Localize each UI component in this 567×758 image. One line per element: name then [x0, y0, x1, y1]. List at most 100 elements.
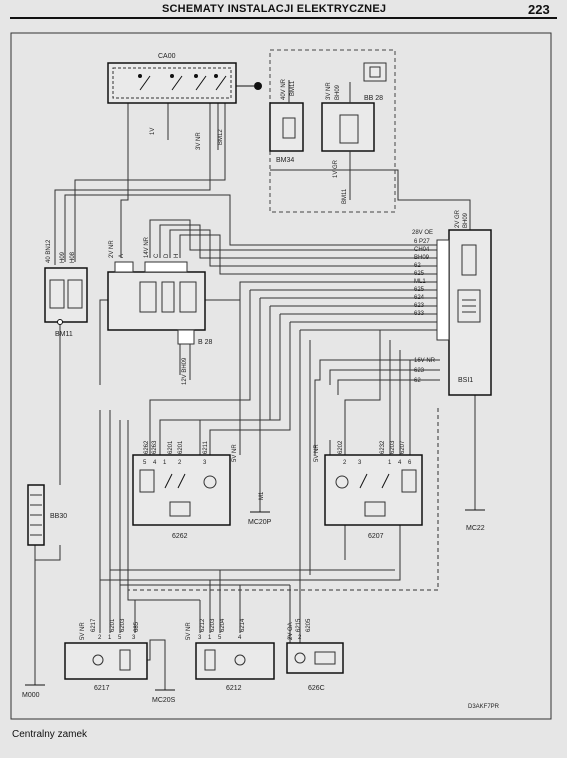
e6207-door-lock-module: [324, 454, 423, 526]
bb28-1vgr-label: 1V GR: [333, 159, 339, 178]
bb28-bm11-label: BM11: [342, 188, 348, 204]
wires: [34, 103, 476, 690]
ca00-ignition-switch: [107, 62, 262, 104]
e217-5v-label: 5V NR: [80, 622, 86, 640]
ca00-1v-label: 1V: [150, 128, 156, 135]
pin-label: 1: [208, 635, 212, 641]
e262-wire-label: 6263: [152, 440, 158, 454]
e207-wire-label: 6203: [390, 440, 396, 454]
bm34-label: BM34: [276, 157, 294, 164]
e6262-door-lock-module: [132, 454, 231, 526]
e626c-boot-lock: [286, 642, 344, 674]
bb28-component: [321, 62, 387, 200]
e212-wire-labels: 6212 6203 6204 6214: [200, 618, 246, 632]
bsi-16v-label: 16V NR: [414, 358, 436, 364]
bsi-wire-label: 633: [414, 311, 425, 317]
m000-label: M000: [22, 692, 40, 699]
b28-14v-label: 14V NR: [144, 236, 150, 258]
e260-2v-label: 2V OA: [288, 622, 294, 640]
e262-wire-label: 6201: [178, 440, 184, 454]
bsi-wire-label: 623: [414, 303, 425, 309]
e217-wire-labels: 6217 6201 6203 685: [91, 618, 140, 632]
pin-label: 3: [198, 635, 202, 641]
bsi-wire-label: 6 P27: [414, 239, 430, 245]
e260-wire-labels: 6215 6205: [296, 618, 312, 632]
bsi-623-label: 623: [414, 368, 425, 374]
pin-label: 6: [408, 460, 412, 466]
ca00-bm12-label: BM12: [218, 129, 224, 145]
page-number: 223: [528, 2, 550, 17]
pin-label: 2: [298, 635, 302, 641]
mc20s-label: MC20S: [152, 697, 176, 704]
bsi-wire-label: 625: [414, 287, 425, 293]
pin-label: 4: [238, 635, 242, 641]
bb28-top-label: 3V NR: [326, 82, 332, 100]
b28-label: B 28: [198, 339, 213, 346]
pin-label: 5: [218, 635, 222, 641]
bb28-bh09-label: BH09: [335, 84, 341, 100]
b28-h-label: H: [174, 254, 180, 258]
pin-label: 1: [108, 635, 112, 641]
diagram-frame: [10, 32, 552, 720]
bsi-wire-label: 624: [414, 295, 425, 301]
bsi-wire-label: ML1: [414, 279, 426, 285]
e212-wire-label: 6212: [200, 618, 206, 632]
b28-d-label: D: [164, 253, 170, 258]
e6207-label: 6207: [368, 533, 384, 540]
b28-a-label: A: [119, 254, 125, 258]
pin-label: 1: [288, 635, 292, 641]
pin-label: 3: [203, 460, 207, 466]
pin-label: 5: [143, 460, 147, 466]
bm-connector-block: [44, 267, 88, 325]
bb30-battery: [27, 484, 45, 546]
mc22-label: MC22: [466, 525, 485, 532]
e207-wire-label: 6207: [400, 440, 406, 454]
pin-label: 4: [153, 460, 157, 466]
pin-label: 2: [178, 460, 182, 466]
pin-label: 2: [343, 460, 347, 466]
bsi-wire-label: BH09: [414, 255, 430, 261]
e626c-label: 626C: [308, 685, 325, 692]
e260-wire-label: 6215: [296, 618, 302, 632]
e207-wire-label: 6202: [338, 440, 344, 454]
b28-relay-box: [107, 261, 206, 345]
e207-5v-label: 5V NR: [314, 444, 320, 462]
e212-wire-label: 6214: [240, 618, 246, 632]
figure-code: D3AKF7PR: [468, 704, 500, 710]
pin-label: 2: [98, 635, 102, 641]
bm34-top-label: 40V NR: [281, 78, 287, 100]
e207-wire-label: 6232: [380, 440, 386, 454]
e6212-lock-actuator: [195, 642, 275, 680]
e207-wire-labels: 6202 6232 6203 6207: [338, 440, 406, 454]
e262-wire-label: 6211: [203, 440, 209, 454]
e217-wire-label: 6203: [120, 618, 126, 632]
bm-top-label: 40 BN12: [46, 239, 52, 263]
bsi-28v-label: 28V OE: [412, 230, 433, 236]
bsi1-label: BSI1: [458, 377, 473, 384]
e262-wire-label: 6262: [144, 440, 150, 454]
pin-label: 1: [388, 460, 392, 466]
bb30-label: BB30: [50, 513, 67, 520]
e6217-label: 6217: [94, 685, 110, 692]
bsi-wire-label: 62: [414, 263, 421, 269]
mc20p-wire-label: M1: [259, 491, 265, 500]
bsi-wire-list: 6 P27 CH04 BH09 62 625 ML1 625 624 623 6…: [414, 239, 430, 317]
e217-wire-label: 6201: [110, 618, 116, 632]
e217-wire-label: 6217: [91, 618, 97, 632]
b28-2v-label: 2V NR: [109, 240, 115, 258]
bsi-top-label: 2V GR: [455, 209, 461, 228]
b28-bottom-label: 12V BH09: [182, 357, 188, 385]
b28-c-label: C: [154, 253, 160, 258]
bsi-bh09-label: BH09: [463, 212, 469, 228]
pin-label: 1: [163, 460, 167, 466]
e6217-lock-actuator: [64, 642, 148, 680]
pin-numbers: 5 4 1 2 3 2 3 1 4 6 2 1 5 3 3 1 5 4 1 2: [98, 460, 412, 641]
bm34-component: [269, 80, 304, 152]
e260-wire-label: 6205: [306, 618, 312, 632]
pin-label: 5: [118, 635, 122, 641]
ground-symbols: [25, 509, 485, 691]
bsi-62-label: 62: [414, 378, 421, 384]
e212-wire-label: 6203: [210, 618, 216, 632]
ca00-label: CA00: [158, 53, 176, 60]
